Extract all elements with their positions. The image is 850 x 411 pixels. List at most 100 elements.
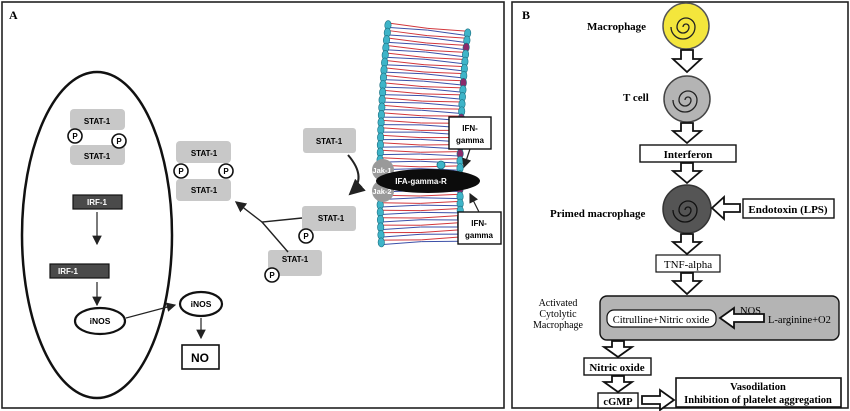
t-cell-icon [663,75,711,123]
irf1-bottom-label: IRF-1 [58,267,79,276]
ifn-gamma-bottom-box [457,211,502,245]
phosphate-icon [218,163,234,179]
lipid-tail [426,36,467,44]
lipid-tail [380,204,421,208]
lipid-tail [385,44,426,51]
receptor-label: IFA-gamma-R [395,177,447,186]
primed-macrophage-icon [662,184,712,234]
lipid-tail [420,200,461,204]
nuclear-stat-bottom-label: STAT-1 [84,152,111,161]
lipid-tail [380,134,421,139]
effects-box [675,377,842,408]
arrow-dimerization-head [234,201,263,223]
lipid-tail [421,109,462,114]
lipid-tail [380,127,421,131]
ifn-gamma-receptor [376,169,480,193]
arrow-phosphorylation [347,154,366,196]
lipid-tail [423,80,464,86]
lipid-tail [421,236,462,241]
arrow-ifn-top [462,148,472,169]
stat-p2-box [268,250,322,276]
phosphate-label: P [116,137,122,146]
phosphate-label: P [303,232,309,241]
lipid-tail [381,233,422,238]
panel-a-label: A [9,8,18,22]
stat-p1-label: STAT-1 [318,214,345,223]
inos-gene-label: iNOS [90,316,111,326]
tnf-label: TNF-alpha [664,259,712,271]
interferon-label: Interferon [664,149,713,161]
lipid-tail [425,56,466,61]
endotoxin-label: Endotoxin (LPS) [748,204,827,216]
cgmp-label: cGMP [603,397,633,408]
lipid-tail [381,241,422,246]
primed-label: Primed macrophage [550,208,646,220]
cyto-dimer-top-label: STAT-1 [191,149,218,158]
lipid-tail [382,86,423,89]
lipid-tail [383,82,424,88]
lipid-tail [381,109,422,111]
lipid-tail [381,104,422,109]
lipid-tail [422,93,463,96]
hollow-arrow-down [601,340,635,359]
phosphate-label: P [178,167,184,176]
activated-line3: Macrophage [533,320,584,331]
ifn-gamma-bottom-line2: gamma [465,231,494,240]
lipid-tail [422,87,463,93]
phosphate-icon [173,163,189,179]
irf1-top-label: IRF-1 [87,198,108,207]
stat-free-label: STAT-1 [316,137,343,146]
nos-label: NOS [740,306,761,317]
activated-line2: Cytolytic [539,309,577,320]
lipid-tail [385,52,426,58]
lipid-tail [387,29,428,37]
lipid-tail [424,66,465,72]
cyto-dimer-top-box [176,141,231,163]
hollow-arrow-down [670,162,704,185]
panel-a: A STAT-1 STAT-1 P P IRF-1 IRF-1 [1,1,505,409]
macrophage-nucleus-icon [670,17,696,40]
phosphate-icon [67,128,83,144]
lipid-tail [420,158,461,161]
macrophage-icon [662,2,710,50]
stat-free-box [303,128,356,153]
nuclear-stat-bridge [78,130,116,145]
citrulline-label: Citrulline+Nitric oxide [613,315,710,326]
hollow-arrow-down [670,233,704,256]
lipid-tail [384,59,425,66]
nitric-oxide-box [583,357,652,376]
lipid-tail [382,97,423,102]
lipid-tail [385,56,426,60]
lipid-tail [380,226,421,231]
lipid-tail [388,22,428,29]
lipid-tail [383,71,424,75]
jak1-label: Jak-1 [372,166,391,175]
irf1-top-box [72,194,123,210]
nuclear-stat-top-label: STAT-1 [84,117,111,126]
lipid-tail [387,26,428,31]
lipid-tail [380,219,421,223]
lipid-tail [420,222,461,226]
hollow-arrow-down [601,375,635,394]
cyto-dimer-bottom-box [176,179,231,201]
ifn-gamma-bottom-line1: IFN- [471,219,487,228]
effect-vasodilation: Vasodilation [730,382,786,393]
panel-b: B Macrophage T cell Interferon Primed ma… [511,1,849,411]
lipid-tail [420,204,461,207]
lipid-tail [425,49,466,53]
inos-protein-label: iNOS [191,299,212,309]
lipid-tail [380,149,421,153]
nitric-oxide-label: Nitric oxide [589,362,644,374]
irf1-bottom-box [49,263,110,279]
lipid-tail [383,79,424,82]
lipid-tail [420,193,461,197]
phosphate-icon [264,267,280,283]
lipid-tail [385,49,426,53]
lipid-tail [427,29,468,37]
arrow-ifn-bottom [469,192,480,213]
ifn-gamma-top-line1: IFN- [462,124,478,133]
lipid-tail [420,153,461,157]
arrow-inos-out [125,302,177,319]
lipid-tail [422,95,463,100]
lipid-tail [423,78,464,82]
